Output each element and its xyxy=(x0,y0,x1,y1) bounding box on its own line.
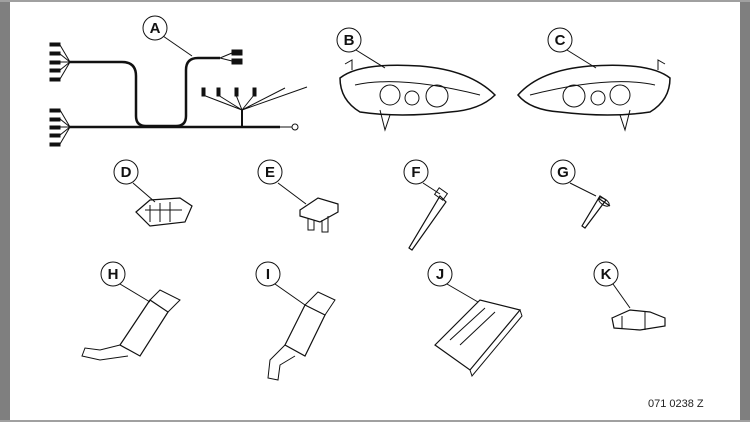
top-border xyxy=(0,0,750,2)
part-cable-tie xyxy=(408,187,449,251)
part-rivet xyxy=(581,195,611,229)
svg-text:K: K xyxy=(601,266,612,283)
part-clip xyxy=(611,309,666,331)
part-fuse xyxy=(299,197,339,233)
svg-text:D: D xyxy=(121,164,132,181)
label-a: A xyxy=(142,15,168,41)
label-c: C xyxy=(547,27,573,53)
label-d: D xyxy=(113,159,139,185)
left-frame-bar xyxy=(0,0,10,422)
label-b: B xyxy=(336,27,362,53)
part-headlight-left xyxy=(339,59,497,132)
label-i: I xyxy=(255,261,281,287)
bottom-border xyxy=(0,420,750,422)
part-control-module xyxy=(434,299,523,378)
part-wiring-harness xyxy=(49,42,308,147)
label-e: E xyxy=(257,159,283,185)
svg-text:B: B xyxy=(344,32,355,49)
label-h: H xyxy=(100,261,126,287)
svg-text:C: C xyxy=(555,32,566,49)
leader-lines xyxy=(119,35,631,309)
svg-text:J: J xyxy=(436,266,444,283)
label-f: F xyxy=(403,159,429,185)
svg-text:A: A xyxy=(150,20,161,37)
part-washer-nozzle-left xyxy=(81,289,181,361)
label-j: J xyxy=(427,261,453,287)
label-k: K xyxy=(593,261,619,287)
right-frame-bar xyxy=(740,0,750,422)
label-g: G xyxy=(550,159,576,185)
svg-text:E: E xyxy=(265,164,275,181)
part-connector xyxy=(135,197,193,227)
part-headlight-right xyxy=(517,59,671,132)
figure-id: 071 0238 Z xyxy=(648,398,704,410)
svg-text:F: F xyxy=(411,164,420,181)
part-washer-nozzle-right xyxy=(267,291,336,381)
svg-text:G: G xyxy=(557,164,569,181)
svg-text:H: H xyxy=(108,266,119,283)
svg-text:I: I xyxy=(266,266,270,283)
